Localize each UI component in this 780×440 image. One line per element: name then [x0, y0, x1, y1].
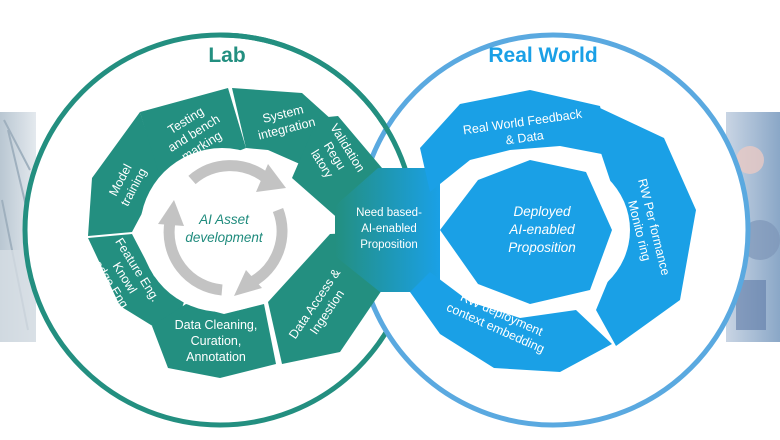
- lab-step-testing-shape: [140, 88, 246, 182]
- rw-step-monitoring-shape: [596, 108, 696, 346]
- real-world-cycle: [410, 90, 696, 372]
- lab-step-feature-shape: [88, 234, 184, 338]
- cycle-arrows: [163, 160, 288, 296]
- cleaning-line-1: Data Cleaning,: [175, 318, 258, 332]
- lab-step-cleaning-label: Data Cleaning, Curation, Annotation: [175, 318, 258, 364]
- junction-line-1: Need based-: [356, 207, 422, 219]
- lab-title: Lab: [208, 44, 245, 67]
- lab-center-line-1: AI Asset: [198, 212, 250, 227]
- rw-center-line-3: Proposition: [508, 240, 576, 255]
- cleaning-line-2: Curation,: [191, 334, 242, 348]
- lab-step-cleaning-shape: [152, 304, 276, 378]
- cycle-arrowheads: [158, 164, 286, 296]
- lab-center-line-2: development: [185, 230, 264, 245]
- lab-step-model-shape: [88, 112, 162, 236]
- junction-line-2: AI-enabled: [361, 223, 417, 235]
- rw-center-blob: [440, 160, 612, 304]
- rw-center-label: Deployed AI-enabled Proposition: [508, 204, 576, 255]
- rw-center-line-1: Deployed: [513, 204, 571, 219]
- rw-step-feedback-shape: [420, 90, 612, 192]
- feedback-line-2: & Data: [505, 128, 545, 147]
- rw-step-deployment-shape: [410, 272, 612, 372]
- lab-center-label: AI Asset development: [185, 212, 264, 245]
- junction-label: Need based- AI-enabled Proposition: [356, 207, 422, 251]
- junction-band: [335, 168, 440, 292]
- real-world-title: Real World: [488, 44, 597, 67]
- junction-line-3: Proposition: [360, 239, 418, 251]
- cleaning-line-3: Annotation: [186, 350, 246, 364]
- rw-center-line-2: AI-enabled: [508, 222, 575, 237]
